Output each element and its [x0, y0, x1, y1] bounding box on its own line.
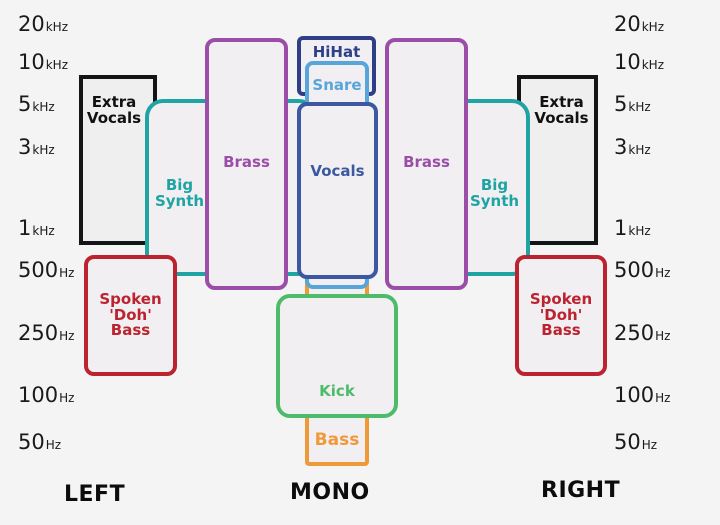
big-synth-right-label: Big Synth	[469, 175, 520, 210]
bass-label: Bass	[314, 430, 360, 451]
right-tick-50hz: 50Hz	[614, 430, 658, 454]
right-tick-3khz: 3kHz	[614, 135, 651, 159]
extra-vocals-left-label: Extra Vocals	[86, 93, 142, 127]
left-tick-100hz: 100Hz	[18, 383, 75, 407]
left-tick-3khz: 3kHz	[18, 135, 55, 159]
big-synth-left-label: Big Synth	[154, 175, 205, 210]
brass-left-block: Brass	[205, 38, 288, 290]
brass-right-label: Brass	[403, 153, 450, 171]
right-tick-250hz: 250Hz	[614, 321, 671, 345]
extra-vocals-left-block: Extra Vocals	[79, 75, 157, 245]
left-tick-1khz: 1kHz	[18, 216, 55, 240]
right-tick-1khz: 1kHz	[614, 216, 651, 240]
snare-label: Snare	[312, 76, 362, 94]
kick-label: Kick	[319, 382, 355, 400]
right-tick-10khz: 10kHz	[614, 50, 665, 74]
left-channel-label: LEFT	[64, 482, 126, 507]
vocals-block: Vocals	[297, 102, 378, 279]
mono-channel-label: MONO	[290, 480, 370, 505]
left-tick-500hz: 500Hz	[18, 258, 75, 282]
spoken-bass-right-label: Spoken 'Doh' Bass	[529, 289, 593, 340]
brass-right-block: Brass	[385, 38, 468, 290]
left-tick-250hz: 250Hz	[18, 321, 75, 345]
spoken-bass-right-block: Spoken 'Doh' Bass	[515, 255, 607, 376]
vocals-label: Vocals	[310, 162, 365, 180]
left-tick-5khz: 5kHz	[18, 92, 55, 116]
extra-vocals-right-block: Extra Vocals	[517, 75, 598, 245]
left-tick-20khz: 20kHz	[18, 12, 69, 36]
kick-block: Kick	[276, 294, 398, 418]
left-tick-10khz: 10kHz	[18, 50, 69, 74]
right-tick-500hz: 500Hz	[614, 258, 671, 282]
spoken-bass-left-label: Spoken 'Doh' Bass	[99, 289, 162, 340]
right-tick-100hz: 100Hz	[614, 383, 671, 407]
spoken-bass-left-block: Spoken 'Doh' Bass	[84, 255, 177, 376]
right-channel-label: RIGHT	[541, 478, 621, 503]
hihat-label: HiHat	[312, 43, 361, 61]
right-tick-5khz: 5kHz	[614, 92, 651, 116]
brass-left-label: Brass	[223, 153, 270, 171]
extra-vocals-right-label: Extra Vocals	[534, 93, 589, 127]
left-tick-50hz: 50Hz	[18, 430, 62, 454]
right-tick-20khz: 20kHz	[614, 12, 665, 36]
